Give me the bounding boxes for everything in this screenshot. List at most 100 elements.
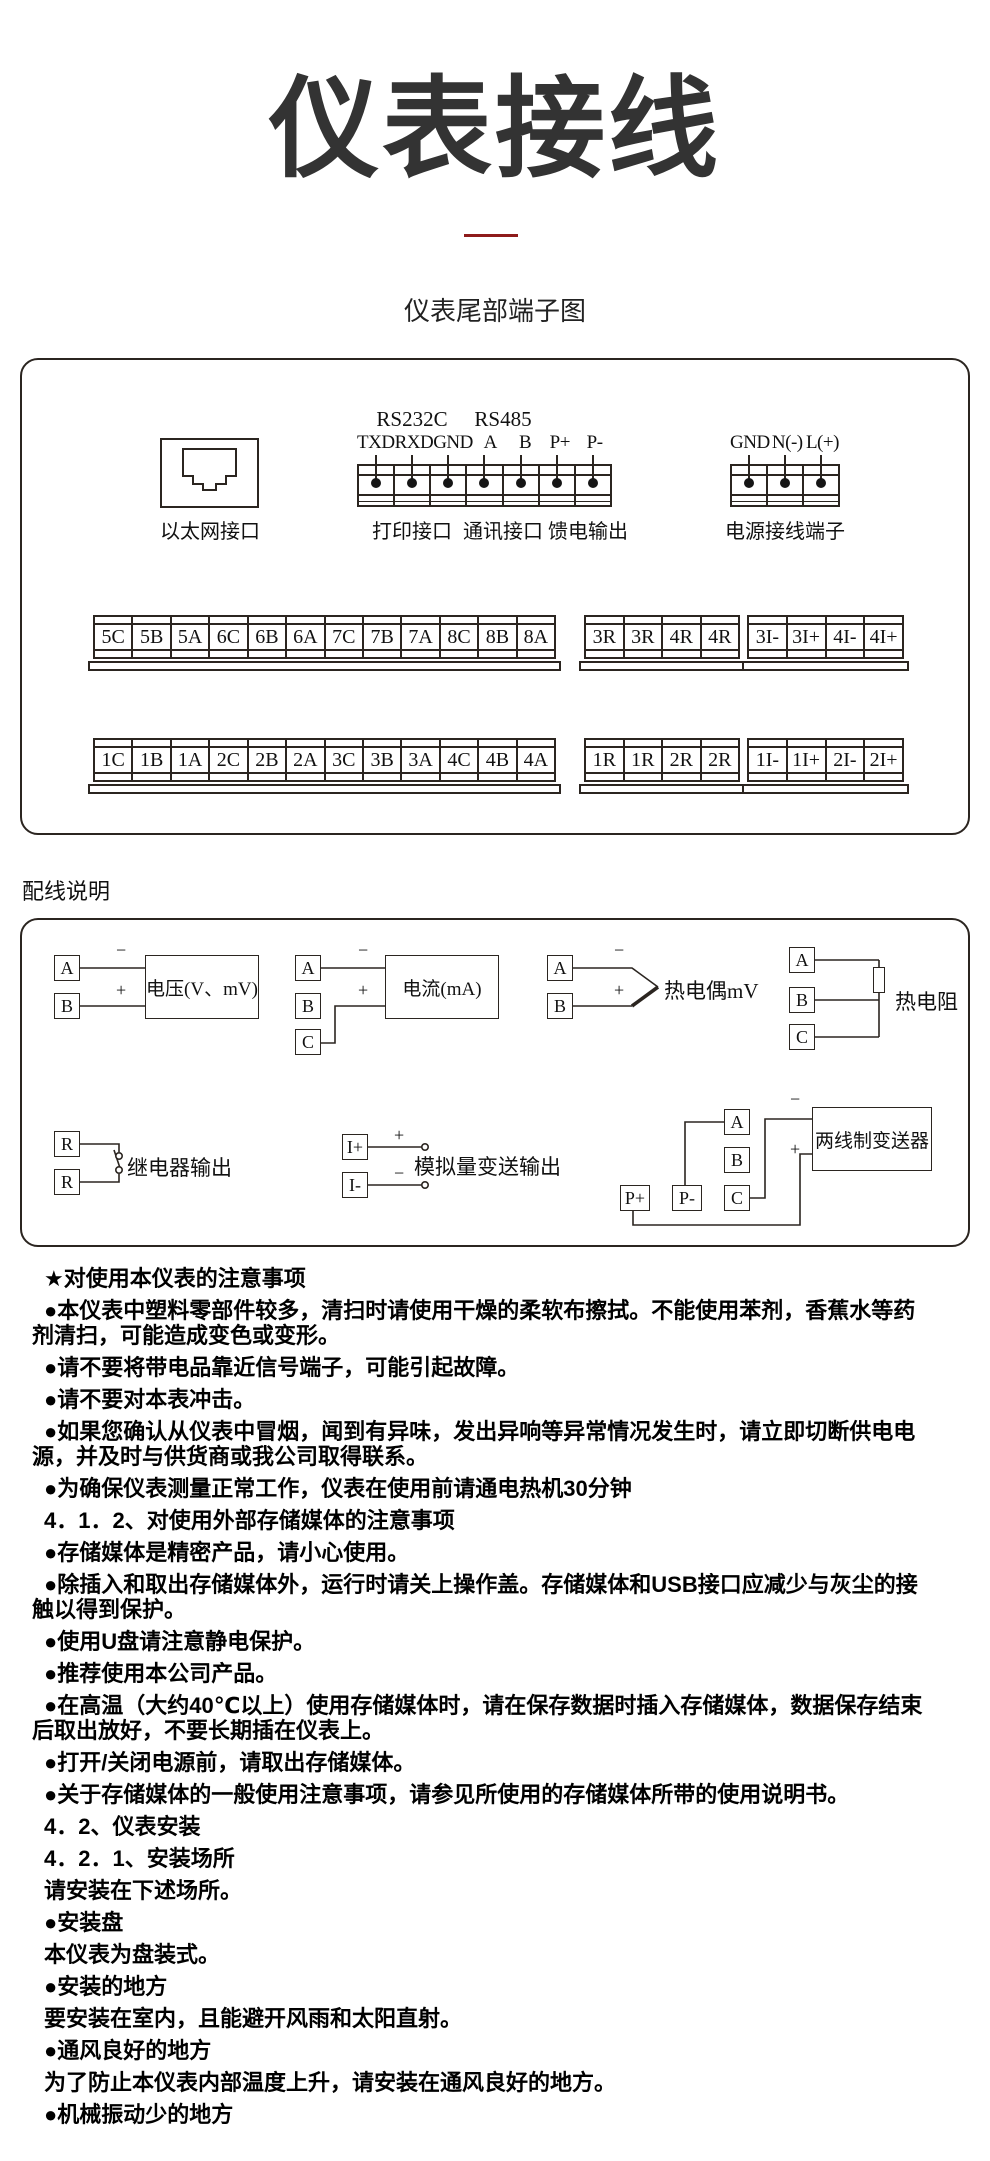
rtd-label: 热电阻 [895, 990, 958, 1014]
thermocouple-label: 热电偶mV [664, 979, 759, 1003]
terminal-label: 2I- [827, 740, 866, 780]
rtd-terminal-b: B [789, 987, 815, 1013]
current-terminal-c: C [295, 1029, 321, 1055]
terminal-cell [804, 455, 838, 505]
thermocouple-terminal-a: A [547, 955, 573, 981]
current-input-box: 电流(mA) [385, 955, 499, 1019]
terminal-label: 5C [95, 617, 134, 657]
note-line: ●除插入和取出存储媒体外，运行时请关上操作盖。存储媒体和USB接口应减少与灰尘的… [32, 1572, 918, 1622]
strip-mount-bar [88, 784, 561, 794]
transmitter-minus-sign: − [790, 1089, 801, 1109]
terminal-label: 3I+ [788, 617, 827, 657]
relay-terminal-r1: R [54, 1131, 80, 1157]
terminal-screw-dot [371, 478, 382, 488]
terminal-wire-stem [748, 455, 750, 486]
note-line: 要安装在室内，且能避开风雨和太阳直射。 [44, 2006, 463, 2031]
note-line: 4．2．1、安装场所 [44, 1846, 235, 1871]
terminal-label: 3R [586, 617, 625, 657]
terminal-label: 4A [523, 748, 549, 771]
terminal-cell [540, 455, 576, 505]
thermocouple-minus-sign: − [614, 940, 625, 960]
note-line: ●存储媒体是精密产品，请小心使用。 [44, 1540, 410, 1565]
transmitter-terminal-pplus: P+ [620, 1185, 650, 1211]
current-terminal-b: B [295, 993, 321, 1019]
current-terminal-a: A [295, 955, 321, 981]
note-line: ●如果您确认从仪表中冒烟，闻到有异味，发出异响等异常情况发生时，请立即切断供电电… [32, 1419, 916, 1469]
terminal-wire-stem [411, 455, 414, 486]
terminal-label: 6C [210, 617, 249, 657]
voltage-plus-sign: + [116, 980, 127, 1000]
terminal-screw-dot [780, 478, 790, 488]
relay-output-label: 继电器输出 [127, 1156, 232, 1180]
transmitter-plus-sign: + [790, 1139, 801, 1159]
note-line: ●本仪表中塑料零部件较多，清扫时请使用干燥的柔软布擦拭。不能使用苯剂，香蕉水等药… [32, 1298, 916, 1348]
comm-pin-label: GND [433, 432, 473, 453]
transmitter-terminal-b: B [724, 1147, 750, 1173]
loop-power-output-caption: 馈电输出 [548, 521, 628, 543]
note-line: ●打开/关闭电源前，请取出存储媒体。 [44, 1750, 416, 1775]
note-line: ●请不要将带电品靠近信号端子，可能引起故障。 [44, 1355, 520, 1380]
terminal-cell [732, 455, 768, 505]
strip-mount-bar [579, 661, 745, 671]
wiring-lines [80, 959, 880, 1226]
note-line: ●机械振动少的地方 [44, 2102, 234, 2127]
terminal-label: 4I- [827, 617, 866, 657]
terminal-label: 4R [708, 625, 732, 648]
terminal-cell [576, 455, 610, 505]
power-pin-label: L(+) [805, 432, 839, 453]
ethernet-port-icon [160, 438, 259, 508]
comm-pin-label: TXD [357, 432, 395, 453]
terminal-screw-dot [744, 478, 754, 488]
note-line: 请安装在下述场所。 [44, 1878, 243, 1903]
terminal-cell [359, 455, 396, 505]
terminal-wire-stem [820, 455, 822, 486]
comm-port-caption: 通讯接口 [463, 521, 543, 543]
terminal-screw-dot [551, 478, 562, 488]
note-line: ●关于存储媒体的一般使用注意事项，请参见所使用的存储媒体所带的使用说明书。 [44, 1782, 850, 1807]
terminal-label: 1I- [749, 740, 788, 780]
terminal-label: 5B [133, 617, 172, 657]
voltage-terminal-a: A [54, 955, 80, 981]
current-minus-sign: − [358, 940, 369, 960]
terminal-label: 2B [249, 740, 288, 780]
note-line: ●为确保仪表测量正常工作，仪表在使用前请通电热机30分钟 [44, 1476, 632, 1501]
terminal-label: 3B [364, 740, 403, 780]
terminal-cell [395, 455, 432, 505]
transmitter-box: 两线制变送器 [812, 1107, 932, 1171]
wiring-section-label: 配线说明 [22, 879, 111, 904]
rtd-terminal-c: C [789, 1024, 815, 1050]
note-line: ●通风良好的地方 [44, 2038, 212, 2063]
terminal-wire-stem [447, 455, 450, 486]
note-line: 本仪表为盘装式。 [44, 1942, 221, 1967]
note-line: 4．2、仪表安装 [44, 1814, 201, 1839]
rs485-label: RS485 [474, 407, 532, 431]
terminal-label: 7B [364, 617, 403, 657]
power-pin-label: N(-) [771, 432, 803, 453]
terminal-label: 8A [523, 625, 549, 648]
terminal-label: 2I+ [869, 748, 898, 771]
terminal-cell [768, 455, 804, 505]
strip-mount-bar [742, 661, 909, 671]
strip-bottom-line [732, 501, 838, 502]
terminal-screw-dot [587, 478, 598, 488]
relay-terminal-r2: R [54, 1169, 80, 1195]
wiring-panel: A B − + 电压(V、mV) A B C − + 电流(mA) A B − … [20, 918, 970, 1247]
power-terminal-strip [730, 455, 840, 507]
voltage-minus-sign: − [116, 940, 127, 960]
terminal-cell [467, 455, 504, 505]
terminal-label: 7A [402, 617, 441, 657]
terminal-label: 1R [625, 740, 663, 780]
title-divider [464, 234, 518, 237]
terminal-screw-dot [515, 478, 526, 488]
terminal-strip-row1-current: 3I-3I+4I-4I+ [742, 615, 909, 671]
terminal-label: 6A [287, 617, 326, 657]
note-line: ●安装盘 [44, 1910, 124, 1935]
terminal-label: 1A [172, 740, 211, 780]
section-title-terminal-diagram: 仪表尾部端子图 [403, 296, 586, 326]
analog-output-label: 模拟量变送输出 [414, 1155, 561, 1179]
